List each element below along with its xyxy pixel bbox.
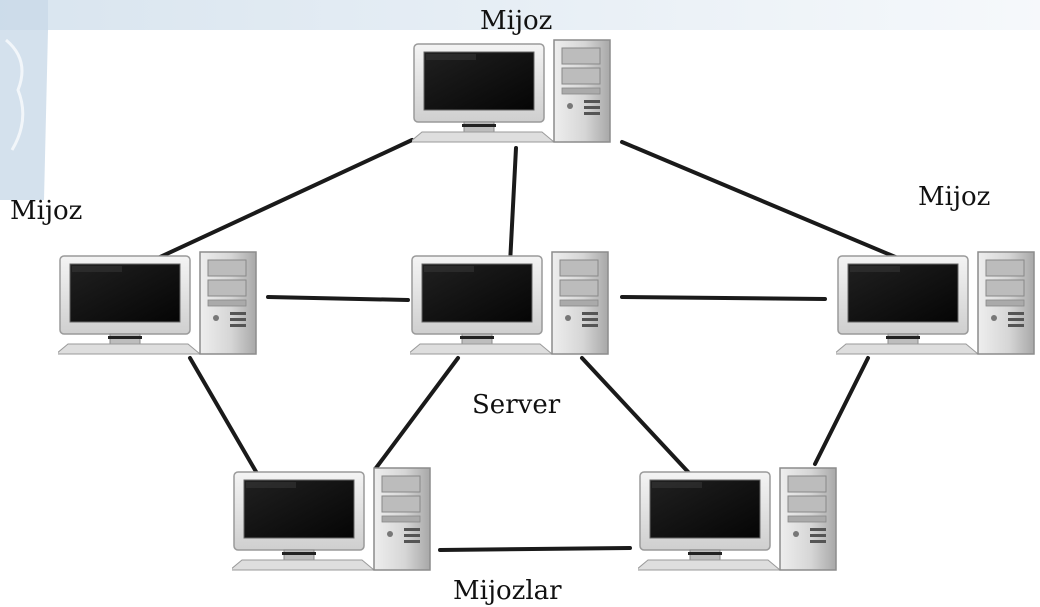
server-label: Server (472, 390, 561, 420)
client-left-label: Mijoz (10, 196, 83, 226)
link-bottomleft-bottomright (438, 546, 632, 552)
link-server-right (620, 295, 827, 301)
client-top-computer-icon (412, 39, 611, 143)
server-computer-icon (410, 251, 609, 355)
client-bottom-left-computer-icon (232, 467, 431, 571)
network-links (143, 138, 914, 552)
link-top-left (143, 138, 414, 266)
clients-label: Mijozlar (453, 576, 562, 606)
link-server-bottomleft (374, 356, 460, 470)
client-right-label: Mijoz (918, 182, 991, 212)
corner-decoration (0, 0, 1040, 200)
link-server-bottomright (580, 356, 692, 476)
client-right-computer-icon (836, 251, 1035, 355)
client-left-computer-icon (58, 251, 257, 355)
link-top-server (508, 146, 518, 266)
link-right-bottomright (813, 356, 870, 466)
link-left-server (266, 295, 410, 302)
client-bottom-right-computer-icon (638, 467, 837, 571)
client-top-label: Mijoz (480, 6, 553, 36)
link-left-bottomleft (188, 356, 264, 484)
link-top-right (620, 140, 914, 266)
